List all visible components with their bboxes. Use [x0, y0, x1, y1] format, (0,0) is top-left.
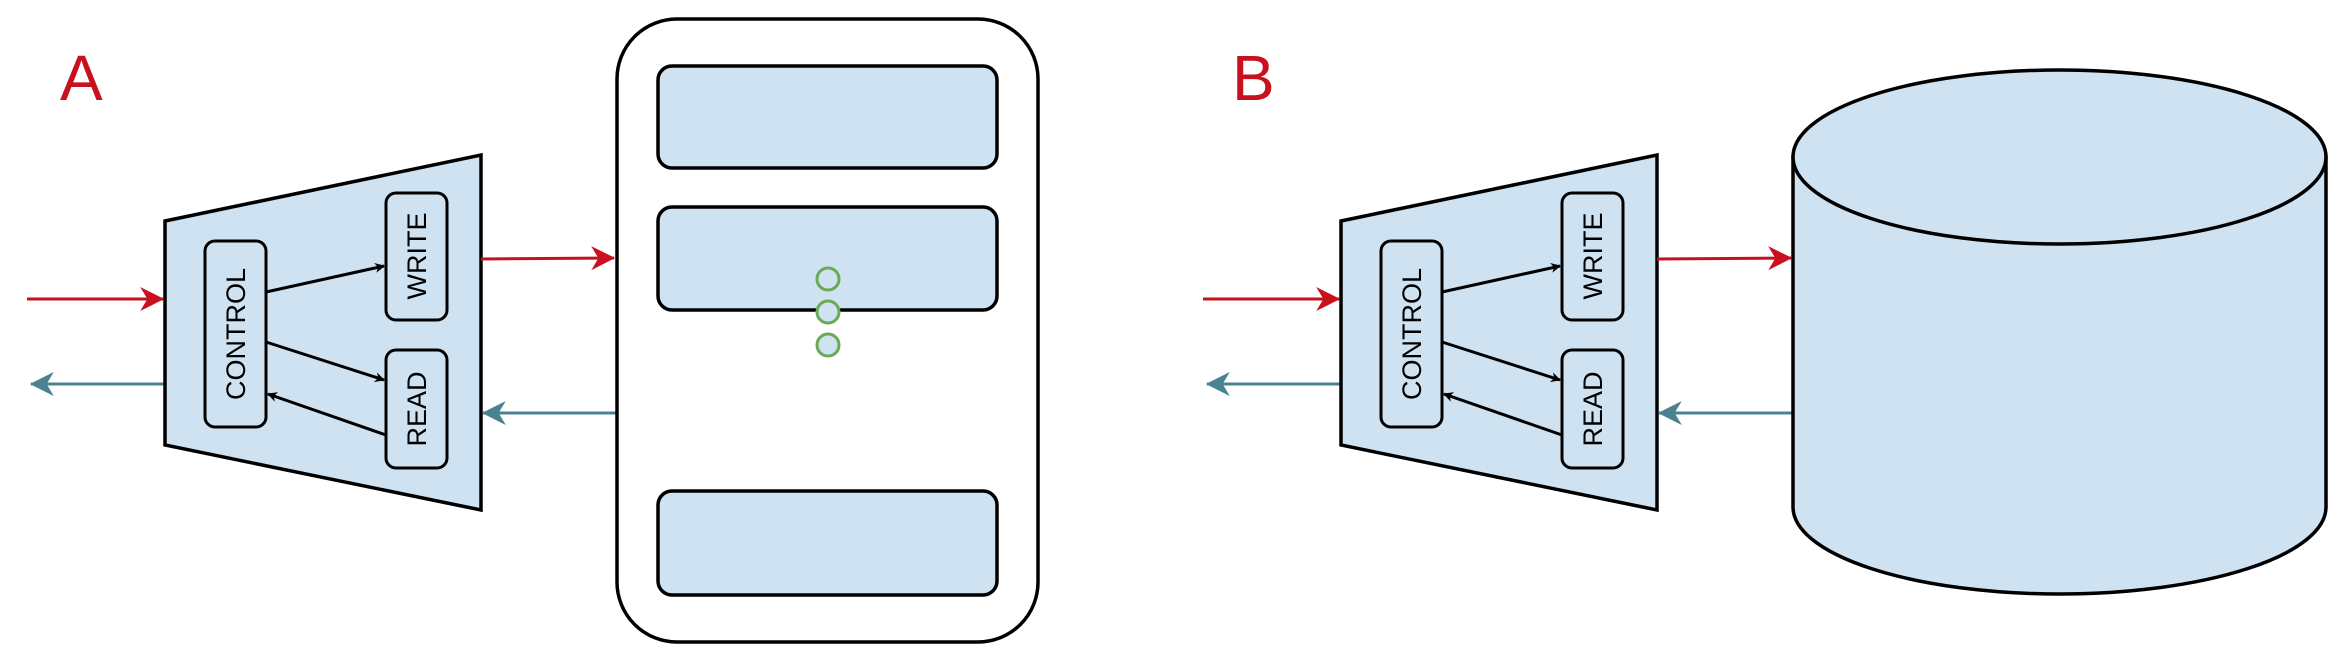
read-to-control-arrow — [1443, 392, 1563, 437]
ellipsis-dot — [815, 266, 841, 292]
control-unit-label: CONTROL — [221, 268, 251, 400]
control-unit — [203, 239, 268, 429]
read-unit — [1560, 348, 1625, 470]
controller: CONTROL WRITE READ — [163, 152, 483, 513]
control-unit-label: CONTROL — [1397, 268, 1427, 400]
ellipsis-dot — [815, 299, 841, 325]
control-to-write-arrow — [1441, 263, 1561, 294]
panel-b: B CONTROL WRITE READ — [1203, 42, 1793, 513]
slotted-memory — [615, 17, 1040, 644]
write-to-memory-arrow — [1656, 246, 1793, 271]
ellipsis-dot — [815, 332, 841, 358]
database-cylinder — [1791, 68, 2328, 596]
read-unit-label: READ — [1578, 371, 1608, 446]
write-unit — [384, 191, 449, 322]
read-unit-label: READ — [402, 371, 432, 446]
memory-slot — [656, 64, 999, 170]
memory-slot — [656, 489, 999, 597]
write-unit-label: WRITE — [402, 213, 432, 300]
read-unit — [384, 348, 449, 470]
panel-a: A CONTROL WRITE READ — [27, 17, 1040, 644]
control-to-read-arrow — [1441, 340, 1561, 383]
panel-label-a: A — [60, 42, 103, 114]
control-unit — [1379, 239, 1444, 429]
control-to-read-arrow — [265, 340, 385, 383]
controller: CONTROL WRITE READ — [1339, 152, 1659, 513]
panel-label-b: B — [1232, 42, 1275, 114]
memory-slot — [656, 205, 999, 312]
memory-container — [615, 17, 1040, 644]
cylinder-top — [1791, 68, 2328, 246]
cylinder-body — [1791, 155, 2328, 596]
write-unit — [1560, 191, 1625, 322]
write-unit-label: WRITE — [1578, 213, 1608, 300]
write-to-memory-arrow — [480, 246, 616, 271]
control-to-write-arrow — [265, 263, 385, 294]
read-to-control-arrow — [267, 392, 387, 437]
